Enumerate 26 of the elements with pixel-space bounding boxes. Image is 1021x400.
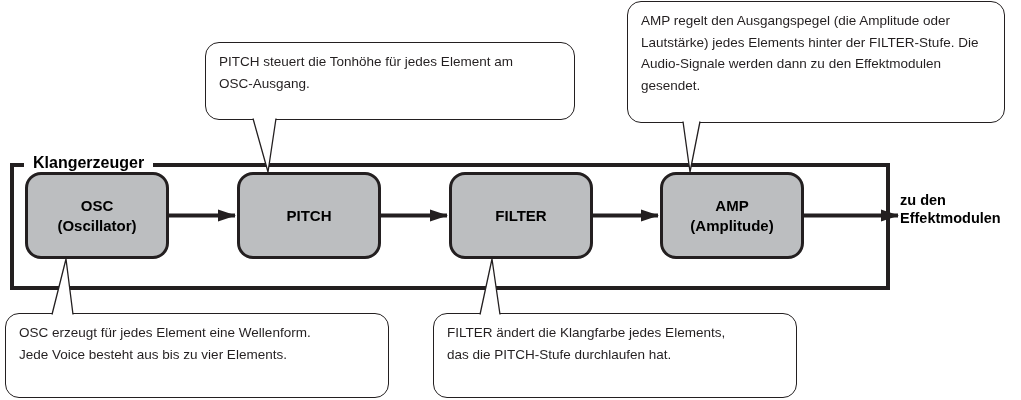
callout-text: PITCH steuert die Tonhöhe für jedes Element am OSC-Ausgang. bbox=[219, 53, 514, 93]
callout-bubble bbox=[5, 313, 389, 398]
callout-text: AMP regelt den Ausgangspegel (die Amplitude oder Lautstärke) jedes Elements hinter der FILTER-Stufe. Die Audio-Signale werden dann zu den Effektmodulen gesendet. bbox=[641, 12, 980, 95]
callout-bubble bbox=[433, 313, 797, 398]
arrow bbox=[169, 209, 236, 222]
group-title: Klangerzeuger bbox=[24, 153, 154, 173]
box-label: OSC (Oscillator) bbox=[57, 196, 137, 234]
arrow bbox=[804, 209, 899, 222]
box-label: AMP (Amplitude) bbox=[690, 196, 774, 234]
box-label: PITCH bbox=[286, 206, 332, 224]
arrow bbox=[593, 209, 659, 222]
callout-text: OSC erzeugt für jedes Element eine Wellenform. Jede Voice besteht aus bis zu vier Elements. bbox=[19, 324, 312, 364]
arrow bbox=[381, 209, 448, 222]
process-box bbox=[25, 172, 169, 259]
output-label: zu den Effektmodulen bbox=[900, 191, 1002, 227]
callout-pointer bbox=[682, 120, 701, 173]
callout-bubble bbox=[205, 42, 575, 120]
process-box bbox=[660, 172, 804, 259]
callout-bubble bbox=[627, 1, 1005, 123]
callout-pointer bbox=[252, 117, 277, 173]
callout-pointer bbox=[51, 258, 74, 316]
box-label: FILTER bbox=[495, 206, 547, 224]
callout-pointer bbox=[479, 258, 501, 316]
process-box bbox=[449, 172, 593, 259]
callout-text: FILTER ändert die Klangfarbe jedes Elements, das die PITCH-Stufe durchlaufen hat. bbox=[447, 324, 727, 364]
process-box bbox=[237, 172, 381, 259]
